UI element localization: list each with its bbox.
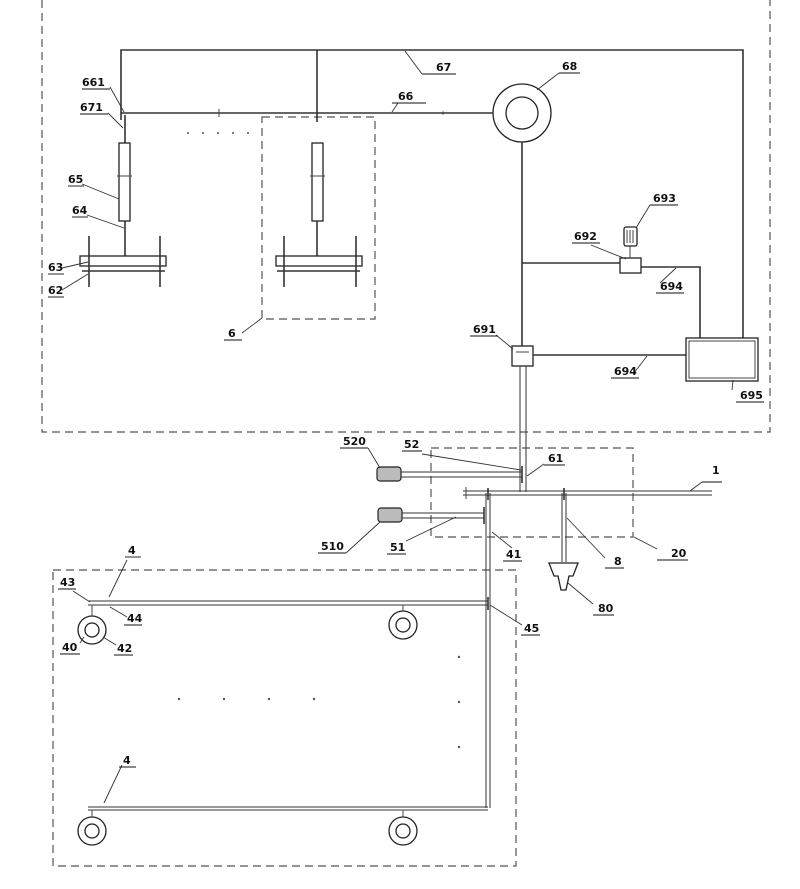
tank-695-outer — [686, 338, 758, 381]
labels: 661 671 65 64 63 62 67 66 68 6 693 692 6… — [48, 51, 764, 767]
label-20: 20 — [671, 547, 687, 560]
label-694-upper: 694 — [660, 280, 683, 293]
pump-520 — [377, 467, 401, 481]
continuation-dots-upper — [187, 132, 249, 134]
label-671: 671 — [80, 101, 103, 114]
label-4-lower: 4 — [123, 754, 131, 767]
label-510: 510 — [321, 540, 344, 553]
reel-68-inner — [506, 97, 538, 129]
label-67: 67 — [436, 61, 451, 74]
label-6: 6 — [228, 327, 236, 340]
cylinder-65 — [119, 143, 130, 221]
label-661: 661 — [82, 76, 105, 89]
label-693: 693 — [653, 192, 676, 205]
label-694-lower: 694 — [614, 365, 637, 378]
leader-lines — [62, 87, 733, 803]
nozzle-lower-right-inner — [396, 824, 410, 838]
label-45: 45 — [524, 622, 539, 635]
cylinder-middle — [312, 143, 323, 221]
label-44: 44 — [127, 612, 143, 625]
label-40: 40 — [62, 641, 78, 654]
pump-510 — [378, 508, 402, 522]
label-68: 68 — [562, 60, 577, 73]
label-51: 51 — [390, 541, 405, 554]
continuation-dots-lower — [178, 656, 460, 748]
label-8: 8 — [614, 555, 622, 568]
label-520: 520 — [343, 435, 366, 448]
base-plate-63 — [80, 256, 166, 266]
label-692: 692 — [574, 230, 597, 243]
label-41: 41 — [506, 548, 521, 561]
pipe-67 — [121, 50, 743, 340]
label-61: 61 — [548, 452, 563, 465]
label-64: 64 — [72, 204, 88, 217]
base-plate-middle — [276, 256, 362, 266]
valve-692 — [620, 258, 641, 273]
label-63: 63 — [48, 261, 63, 274]
nozzle-40-left-inner — [85, 623, 99, 637]
unit-20-boundary — [431, 448, 633, 537]
filter-691 — [512, 346, 533, 366]
pipe-66-valve-dot — [442, 112, 445, 115]
nozzle-lower-left-inner — [85, 824, 99, 838]
label-695: 695 — [740, 389, 763, 402]
label-65: 65 — [68, 173, 83, 186]
hopper-80 — [549, 563, 578, 590]
label-42: 42 — [117, 642, 132, 655]
label-52: 52 — [404, 438, 419, 451]
label-1: 1 — [712, 464, 720, 477]
label-80: 80 — [598, 602, 614, 615]
label-4-upper: 4 — [128, 544, 136, 557]
upper-system-boundary — [42, 0, 770, 432]
pipe-694-upper — [641, 267, 700, 340]
label-691: 691 — [473, 323, 496, 336]
label-66: 66 — [398, 90, 414, 103]
nozzle-upper-right-inner — [396, 618, 410, 632]
label-62: 62 — [48, 284, 63, 297]
label-43: 43 — [60, 576, 75, 589]
